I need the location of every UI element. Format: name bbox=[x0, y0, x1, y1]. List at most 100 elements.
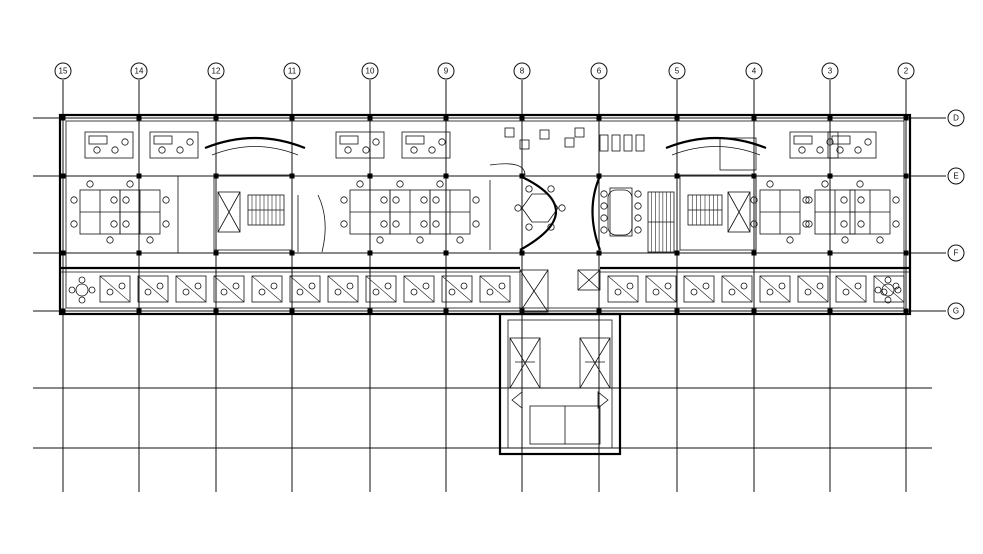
chair bbox=[884, 276, 892, 284]
desk bbox=[519, 139, 530, 150]
chair bbox=[438, 138, 446, 146]
desk bbox=[609, 187, 633, 237]
chair bbox=[340, 196, 348, 204]
column-marker bbox=[136, 115, 142, 121]
column-marker bbox=[443, 308, 449, 314]
svg-text:G: G bbox=[953, 307, 959, 316]
chair bbox=[106, 288, 114, 296]
chair bbox=[428, 146, 436, 154]
chair bbox=[110, 220, 118, 228]
column-marker bbox=[213, 115, 219, 121]
chair bbox=[380, 196, 388, 204]
column-marker bbox=[136, 173, 142, 179]
svg-text:10: 10 bbox=[366, 67, 375, 76]
chair bbox=[826, 138, 834, 146]
desk bbox=[564, 137, 575, 148]
column-marker bbox=[136, 250, 142, 256]
workstation bbox=[99, 275, 131, 303]
chair bbox=[384, 282, 392, 290]
chair bbox=[420, 196, 428, 204]
chair bbox=[270, 282, 278, 290]
desk bbox=[611, 134, 621, 152]
chair bbox=[892, 196, 900, 204]
column-marker bbox=[674, 115, 680, 121]
chair bbox=[600, 226, 608, 234]
workstation-furniture bbox=[70, 127, 900, 244]
chair bbox=[840, 196, 848, 204]
chair bbox=[805, 196, 813, 204]
column-marker bbox=[289, 308, 295, 314]
structural-columns bbox=[60, 115, 909, 314]
chair bbox=[93, 146, 101, 154]
chair bbox=[547, 185, 555, 193]
desk bbox=[599, 134, 609, 152]
chair bbox=[88, 286, 96, 294]
column-marker bbox=[60, 173, 66, 179]
chair bbox=[432, 220, 440, 228]
chair bbox=[432, 196, 440, 204]
chair bbox=[121, 138, 129, 146]
chair bbox=[70, 220, 78, 228]
column-marker bbox=[367, 173, 373, 179]
svg-text:15: 15 bbox=[59, 67, 68, 76]
chair bbox=[805, 220, 813, 228]
column-marker bbox=[751, 308, 757, 314]
chair bbox=[392, 196, 400, 204]
desk bbox=[831, 135, 851, 145]
column-marker bbox=[213, 308, 219, 314]
chair bbox=[78, 296, 86, 304]
chair bbox=[854, 146, 862, 154]
chair bbox=[158, 146, 166, 154]
chair bbox=[614, 288, 622, 296]
column-bubble: 11 bbox=[283, 62, 301, 80]
desk bbox=[574, 127, 585, 138]
row-bubble: G bbox=[947, 302, 965, 320]
svg-text:4: 4 bbox=[752, 67, 757, 76]
chair bbox=[856, 180, 864, 188]
chair bbox=[110, 196, 118, 204]
chair bbox=[702, 282, 710, 290]
chair bbox=[186, 138, 194, 146]
column-marker bbox=[903, 308, 909, 314]
svg-text:14: 14 bbox=[135, 67, 144, 76]
chair bbox=[380, 220, 388, 228]
chair bbox=[874, 286, 882, 294]
chair bbox=[841, 236, 849, 244]
chair bbox=[626, 282, 634, 290]
chair bbox=[346, 282, 354, 290]
svg-text:8: 8 bbox=[520, 67, 525, 76]
chair bbox=[864, 138, 872, 146]
chair bbox=[422, 282, 430, 290]
chair bbox=[356, 180, 364, 188]
chair bbox=[460, 282, 468, 290]
chair bbox=[786, 236, 794, 244]
exterior-walls bbox=[58, 113, 912, 316]
column-bubble: 14 bbox=[130, 62, 148, 80]
chair bbox=[472, 196, 480, 204]
chair bbox=[880, 288, 888, 296]
desk bbox=[635, 134, 645, 152]
chair bbox=[634, 226, 642, 234]
chair bbox=[182, 288, 190, 296]
svg-text:D: D bbox=[953, 114, 959, 123]
column-marker bbox=[213, 250, 219, 256]
desk bbox=[149, 131, 199, 159]
svg-text:3: 3 bbox=[828, 67, 833, 76]
column-bubble: 5 bbox=[668, 62, 686, 80]
desk bbox=[88, 135, 108, 145]
workstation bbox=[721, 275, 753, 303]
chair bbox=[111, 146, 119, 154]
round-table bbox=[75, 283, 89, 297]
chair bbox=[750, 196, 758, 204]
chair bbox=[798, 146, 806, 154]
column-marker bbox=[136, 308, 142, 314]
chair bbox=[156, 282, 164, 290]
svg-text:2: 2 bbox=[904, 67, 909, 76]
desk bbox=[827, 131, 877, 159]
column-bubble: 9 bbox=[437, 62, 455, 80]
chair bbox=[842, 288, 850, 296]
column-marker bbox=[674, 308, 680, 314]
chair bbox=[634, 214, 642, 222]
chair bbox=[410, 288, 418, 296]
chair bbox=[340, 220, 348, 228]
